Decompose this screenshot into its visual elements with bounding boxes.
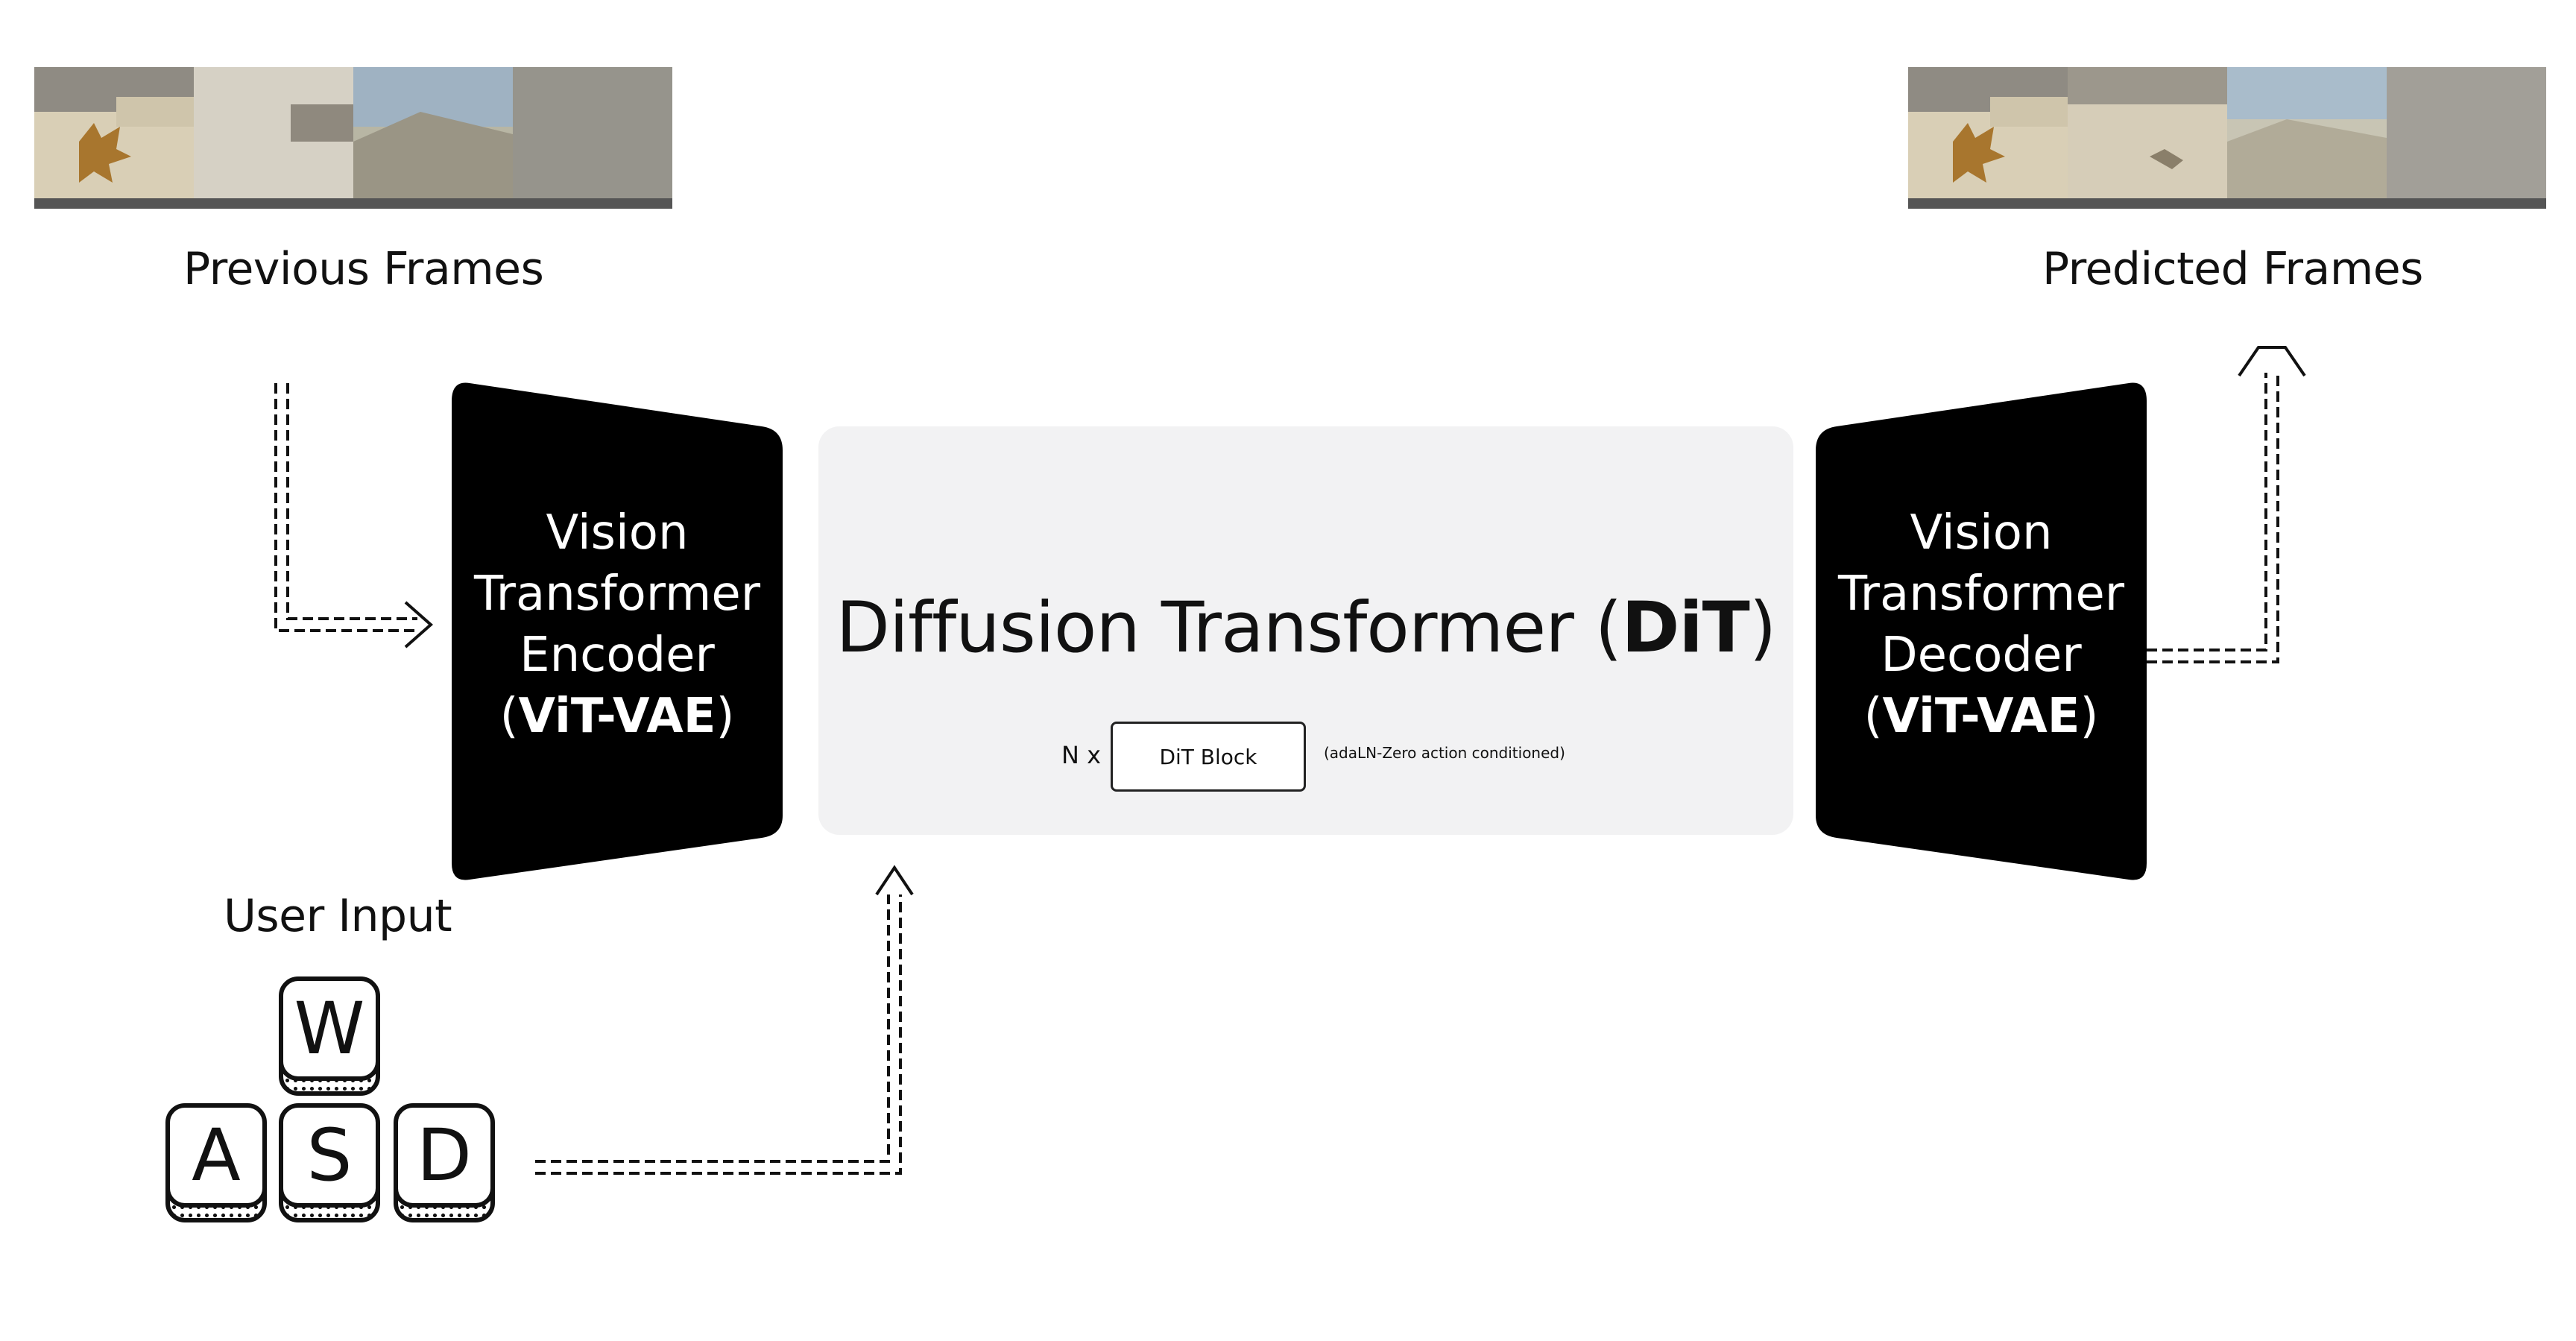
- predicted-frames-caption: Predicted Frames: [2042, 243, 2423, 295]
- previous-frame-4: [513, 67, 672, 209]
- predicted-frame-4: [2387, 67, 2546, 209]
- key-w: W: [279, 976, 380, 1096]
- previous-frame-1: [34, 67, 194, 209]
- dit-title: Diffusion Transformer (DiT): [836, 587, 1777, 669]
- arrow-input-to-dit: [535, 865, 914, 1175]
- decoder-block: [1816, 382, 2147, 880]
- predicted-frame-2: [2068, 67, 2227, 209]
- user-input-caption: User Input: [224, 890, 452, 942]
- key-s: S: [279, 1103, 380, 1222]
- arrow-decoder-to-output: [2147, 346, 2306, 663]
- dit-block: DiT Block: [1111, 722, 1306, 792]
- previous-frame-3: [353, 67, 513, 209]
- previous-frames-strip: [34, 67, 672, 209]
- dit-panel: [818, 426, 1793, 835]
- predicted-frames-strip: [1908, 67, 2546, 209]
- encoder-block: [452, 382, 783, 880]
- predicted-frame-3: [2227, 67, 2387, 209]
- decoder-label: Vision Transformer Decoder (ViT-VAE): [1837, 505, 2125, 744]
- key-a: A: [165, 1103, 267, 1222]
- key-d: D: [394, 1103, 495, 1222]
- previous-frames-caption: Previous Frames: [183, 243, 544, 295]
- previous-frame-2: [194, 67, 353, 209]
- conditioning-note: (adaLN-Zero action conditioned): [1324, 744, 1565, 762]
- predicted-frame-1: [1908, 67, 2068, 209]
- arrow-frames-to-encoder: [274, 383, 434, 649]
- encoder-label: Vision Transformer Encoder (ViT-VAE): [473, 505, 761, 744]
- repeat-label: N x: [1061, 741, 1102, 769]
